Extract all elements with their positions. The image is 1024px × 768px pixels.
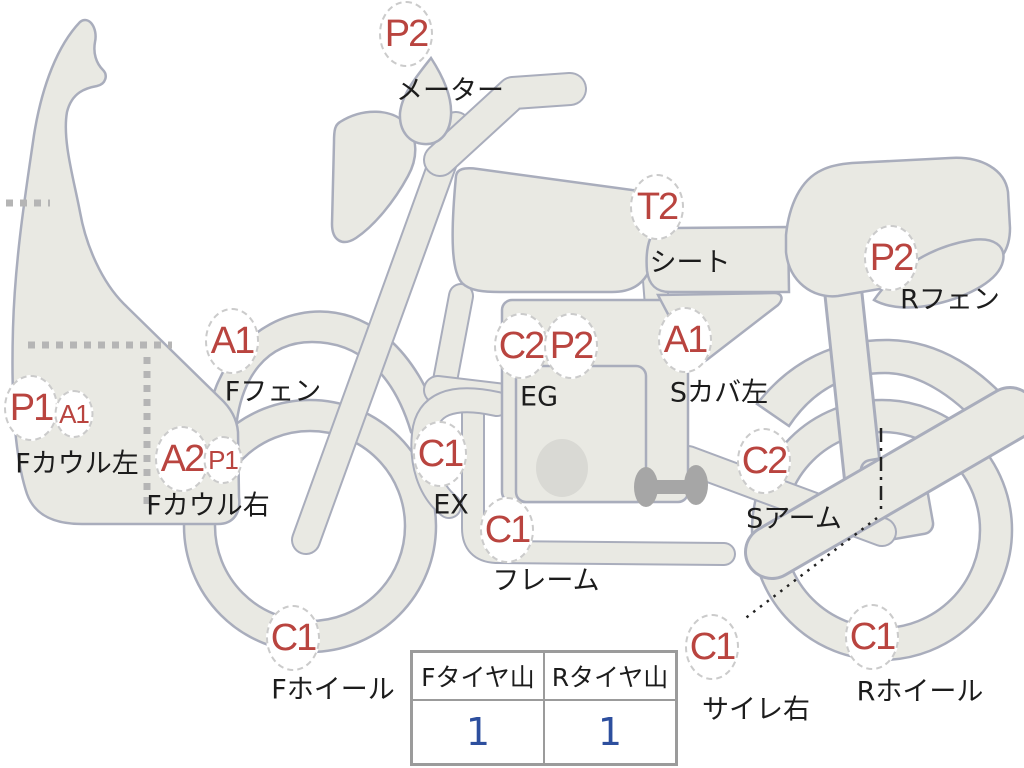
code-badge-swing-arm: C2 (737, 428, 791, 494)
front-tire-tread-header: Fタイヤ山 (410, 650, 545, 701)
part-label-exhaust: EX (433, 489, 469, 521)
meter-pod-shape (398, 55, 453, 146)
part-label-rear-wheel: Rホイール (856, 676, 984, 708)
part-label-silencer-right: サイレ右 (702, 694, 810, 726)
tire-tread-header-row: Fタイヤ山 Rタイヤ山 (410, 650, 678, 701)
code-badge-front-cowl-right: A2 (155, 426, 209, 492)
front-tire-tread-value: 1 (410, 699, 545, 766)
cowl-seam-dotted-lines (6, 199, 172, 510)
frame-downtube-shape (431, 283, 474, 399)
part-label-front-cowl-left: Fカウル左 (15, 448, 139, 480)
rear-fender-tip-shape (872, 238, 1005, 309)
code-badge-meter: P2 (379, 1, 433, 67)
code-badge-front-cowl-left: A1 (54, 390, 94, 438)
code-badge-rear-fender: P2 (864, 225, 918, 291)
code-badge-seat: T2 (630, 174, 684, 240)
code-badge-side-cover-left: A1 (658, 307, 712, 373)
code-badge-engine: C2 (494, 313, 548, 379)
part-label-meter: メーター (396, 75, 504, 107)
part-label-rear-fender: Rフェン (900, 284, 1000, 316)
tire-tread-value-row: 1 1 (410, 699, 678, 766)
code-badge-exhaust: C1 (413, 421, 467, 487)
code-badge-rear-wheel: C1 (845, 604, 899, 670)
code-badge-front-fender: A1 (205, 308, 259, 374)
part-label-front-wheel: Fホイール (271, 674, 395, 706)
part-label-swing-arm: Sアーム (746, 503, 842, 535)
code-badge-front-cowl-right: P1 (203, 436, 243, 484)
code-badge-front-cowl-left: P1 (4, 375, 58, 441)
code-badge-silencer-right: C1 (685, 614, 739, 680)
fuel-tank-shape (451, 167, 659, 294)
front-fork-shape (291, 111, 471, 555)
part-label-side-cover-left: Sカバ左 (669, 377, 769, 409)
kick-pedal-shape (634, 465, 708, 507)
code-badge-frame: C1 (480, 497, 534, 563)
part-label-engine: EG (520, 381, 558, 413)
part-label-seat: シート (649, 247, 731, 279)
rear-tire-tread-header: Rタイヤ山 (543, 650, 678, 701)
code-badge-front-wheel: C1 (266, 605, 320, 671)
code-badge-engine: P2 (544, 313, 598, 379)
rear-tire-tread-value: 1 (543, 699, 678, 766)
part-label-front-fender: Fフェン (224, 376, 322, 408)
tire-tread-table: Fタイヤ山 Rタイヤ山 1 1 (410, 650, 678, 766)
silencer-shape (744, 386, 1024, 580)
part-label-frame: フレーム (492, 565, 600, 597)
part-label-front-cowl-right: Fカウル右 (146, 490, 270, 522)
handlebar-shape (423, 72, 587, 177)
